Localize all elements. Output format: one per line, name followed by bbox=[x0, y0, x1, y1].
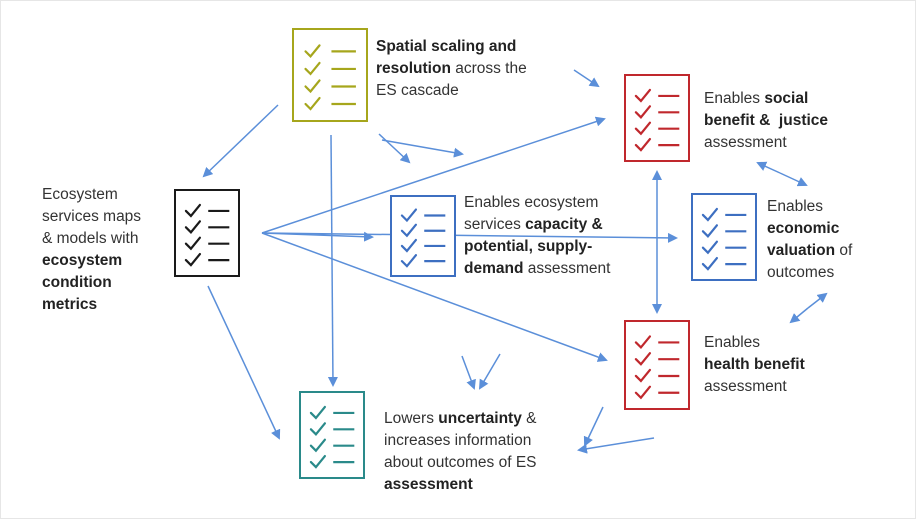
checkmark-icon bbox=[184, 252, 202, 267]
arrow-spatial-to-uncertainty bbox=[327, 134, 338, 387]
checkmark-icon bbox=[309, 438, 327, 453]
spatial-checklist-box bbox=[292, 28, 368, 122]
checkmark-icon bbox=[304, 79, 321, 94]
checkmark-icon bbox=[634, 121, 652, 136]
checkmark-icon bbox=[400, 238, 418, 253]
checkmark-icon bbox=[309, 405, 327, 420]
checklist-icon bbox=[304, 44, 356, 111]
valuation-checklist-box bbox=[691, 193, 757, 281]
arrow-valuation-health-b bbox=[789, 307, 809, 324]
checkmark-icon bbox=[304, 61, 321, 76]
arrow-maps-to-health bbox=[261, 232, 608, 362]
maps-checklist-box bbox=[174, 189, 240, 277]
checkmark-icon bbox=[309, 454, 327, 469]
arrow-valuation-health-a bbox=[807, 292, 828, 309]
checkmark-icon bbox=[634, 385, 652, 400]
maps-label: Ecosystem services maps & models with ec… bbox=[42, 186, 142, 313]
arrow-spatial-to-maps bbox=[202, 104, 279, 178]
arrow-social-valuation-b bbox=[779, 172, 808, 187]
checkmark-icon bbox=[400, 223, 418, 238]
valuation-label: Enables economic valuation of outcomes bbox=[767, 198, 853, 281]
social-checklist-box bbox=[624, 74, 690, 162]
arrow-spatial-short-1 bbox=[378, 133, 411, 164]
checkmark-icon bbox=[701, 207, 719, 222]
checkmark-icon bbox=[701, 256, 719, 271]
arrow-social-valuation-a bbox=[756, 161, 781, 174]
checkmark-icon bbox=[184, 236, 202, 251]
checklist-icon bbox=[184, 203, 230, 267]
checklist-icon bbox=[634, 88, 680, 152]
capacity-label: Enables ecosystem services capacity & po… bbox=[464, 194, 611, 277]
social-label: Enables social benefit & justice assessm… bbox=[704, 90, 829, 151]
arrow-health-to-uncertainty-1 bbox=[583, 406, 604, 447]
checkmark-icon bbox=[634, 137, 652, 152]
checkmark-icon bbox=[701, 224, 719, 238]
arrow-spatial-short-2 bbox=[381, 139, 464, 158]
uncertainty-label: Lowers uncertainty & increases informati… bbox=[384, 410, 537, 493]
checkmark-icon bbox=[634, 88, 652, 103]
checkmark-icon bbox=[400, 208, 418, 223]
spatial-label: Spatial scaling and resolution across th… bbox=[376, 38, 527, 99]
health-label: Enables health benefit assessment bbox=[704, 334, 805, 395]
uncertainty-checklist-box bbox=[299, 391, 365, 479]
checkmark-icon bbox=[634, 352, 652, 366]
arrow-health-to-uncertainty-2 bbox=[577, 437, 655, 454]
checkmark-icon bbox=[634, 368, 652, 383]
health-checklist-box bbox=[624, 320, 690, 410]
checkmark-icon bbox=[400, 254, 418, 268]
arrow-mid-1 bbox=[461, 355, 476, 390]
arrow-mid-2 bbox=[478, 353, 501, 390]
checkmark-icon bbox=[309, 422, 327, 436]
arrow-spatial-to-social bbox=[573, 69, 600, 88]
capacity-checklist-box bbox=[390, 195, 456, 277]
checkmark-icon bbox=[701, 240, 719, 255]
checklist-icon bbox=[400, 208, 446, 268]
checklist-icon bbox=[701, 207, 747, 271]
checkmark-icon bbox=[184, 220, 202, 234]
arrow-maps-to-uncertainty bbox=[207, 285, 281, 440]
checklist-icon bbox=[309, 405, 355, 469]
checkmark-icon bbox=[304, 44, 321, 59]
checklist-icon bbox=[634, 335, 680, 400]
checkmark-icon bbox=[184, 203, 202, 218]
checkmark-icon bbox=[304, 96, 321, 111]
arrow-maps-to-valuation bbox=[261, 232, 678, 243]
checkmark-icon bbox=[634, 105, 652, 119]
arrow-maps-to-social bbox=[261, 116, 606, 234]
checkmark-icon bbox=[634, 335, 652, 350]
